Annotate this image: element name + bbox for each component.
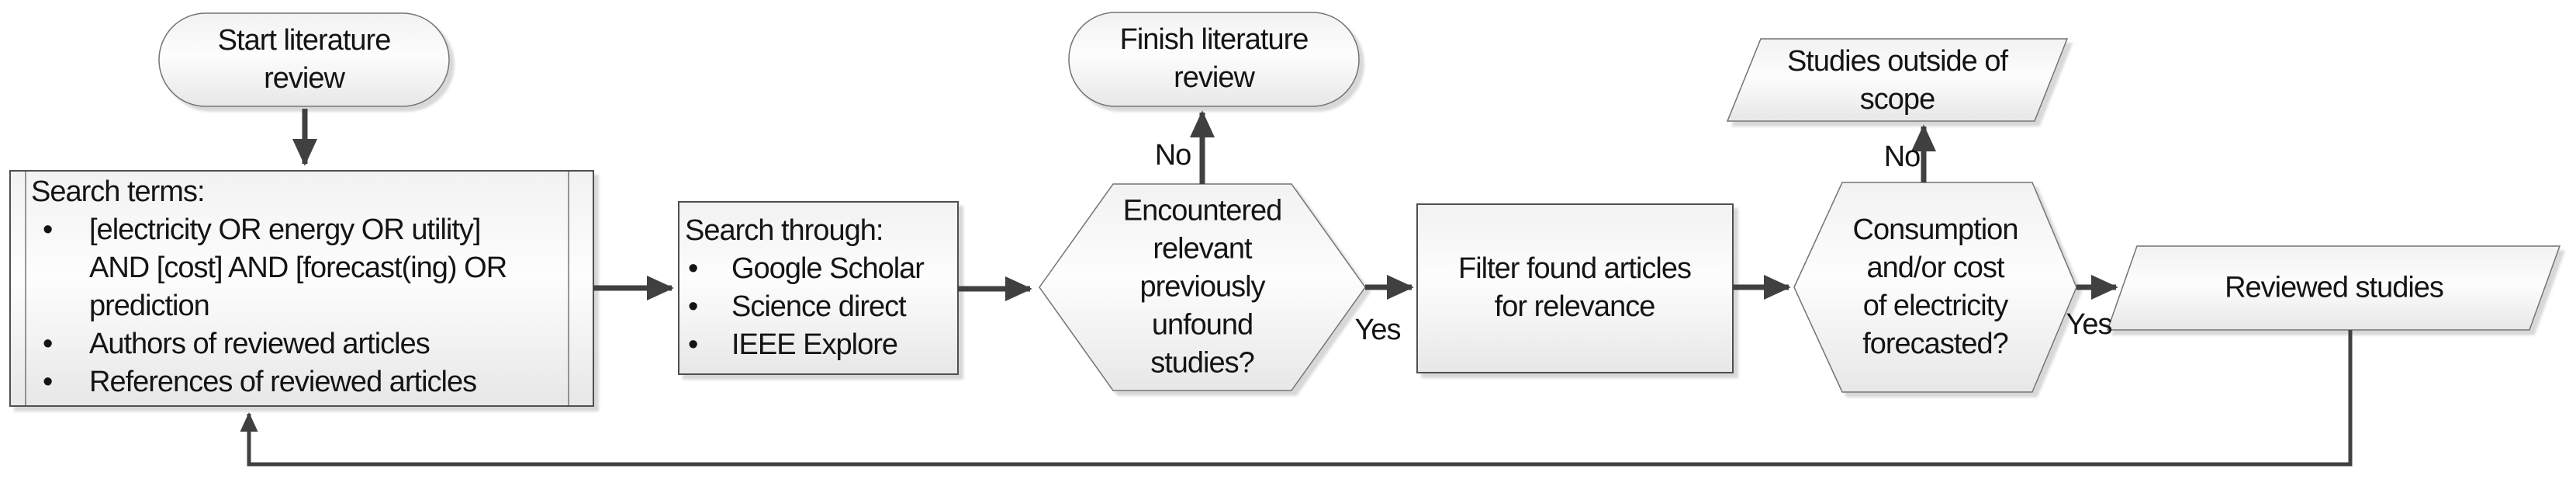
search-through-box-content: Search through: • Google Scholar • Scien… (685, 212, 955, 364)
list-item: • Google Scholar (685, 250, 955, 288)
search-through-bullet-science-direct: Science direct (731, 290, 907, 323)
bullet-icon: • (43, 213, 53, 246)
finish-terminator-label: Finish literature review (1119, 23, 1309, 94)
start-terminator-label: Start literature review (217, 24, 392, 95)
filter-box-label: Filter found articles for relevance (1457, 252, 1692, 323)
outside-scope-label: Studies outside of scope (1786, 45, 2008, 116)
search-terms-bullet-query: [electricity OR energy OR utility] AND [… (89, 213, 507, 322)
decision-encountered-label: Encountered relevant previously unfound … (1122, 194, 1282, 380)
edge-label-no-finish: No (1154, 139, 1192, 172)
edge-label-yes-filter: Yes (1354, 314, 1402, 346)
finish-terminator-shape (1068, 12, 1360, 107)
bullet-icon: • (688, 252, 698, 285)
list-item: • IEEE Explore (685, 326, 955, 364)
search-terms-box-shape (9, 170, 594, 407)
list-item: • References of reviewed articles (31, 363, 568, 401)
bullet-icon: • (43, 366, 53, 398)
bullet-icon: • (688, 328, 698, 361)
edge-label-yes-reviewed: Yes (2066, 308, 2113, 341)
start-terminator-shape (158, 12, 450, 107)
connector-feedback-reviewed-to-search-terms (240, 330, 2353, 467)
search-through-bullet-google-scholar: Google Scholar (731, 252, 925, 285)
reviewed-studies-label: Reviewed studies (2225, 271, 2444, 304)
bullet-icon: • (688, 290, 698, 323)
search-through-title: Search through: (685, 214, 883, 247)
outside-scope-parallelogram-shape (1726, 38, 2069, 122)
list-item: • Science direct (685, 288, 955, 326)
list-item: • [electricity OR energy OR utility] AND… (31, 211, 568, 325)
search-through-bullet-ieee-explore: IEEE Explore (731, 328, 898, 361)
decision-consumption-label: Consumption and/or cost of electricity f… (1852, 213, 2019, 360)
search-terms-title: Search terms: (31, 175, 206, 208)
search-terms-box-content: Search terms: • [electricity OR energy O… (31, 173, 568, 401)
search-terms-bullet-authors: Authors of reviewed articles (89, 328, 430, 360)
bullet-icon: • (43, 328, 53, 360)
search-terms-bullet-references: References of reviewed articles (89, 366, 477, 398)
search-through-box-shape (678, 201, 959, 375)
reviewed-parallelogram-shape (2106, 245, 2561, 331)
list-item: • Authors of reviewed articles (31, 325, 568, 363)
edge-label-no-outside-scope: No (1883, 141, 1921, 173)
